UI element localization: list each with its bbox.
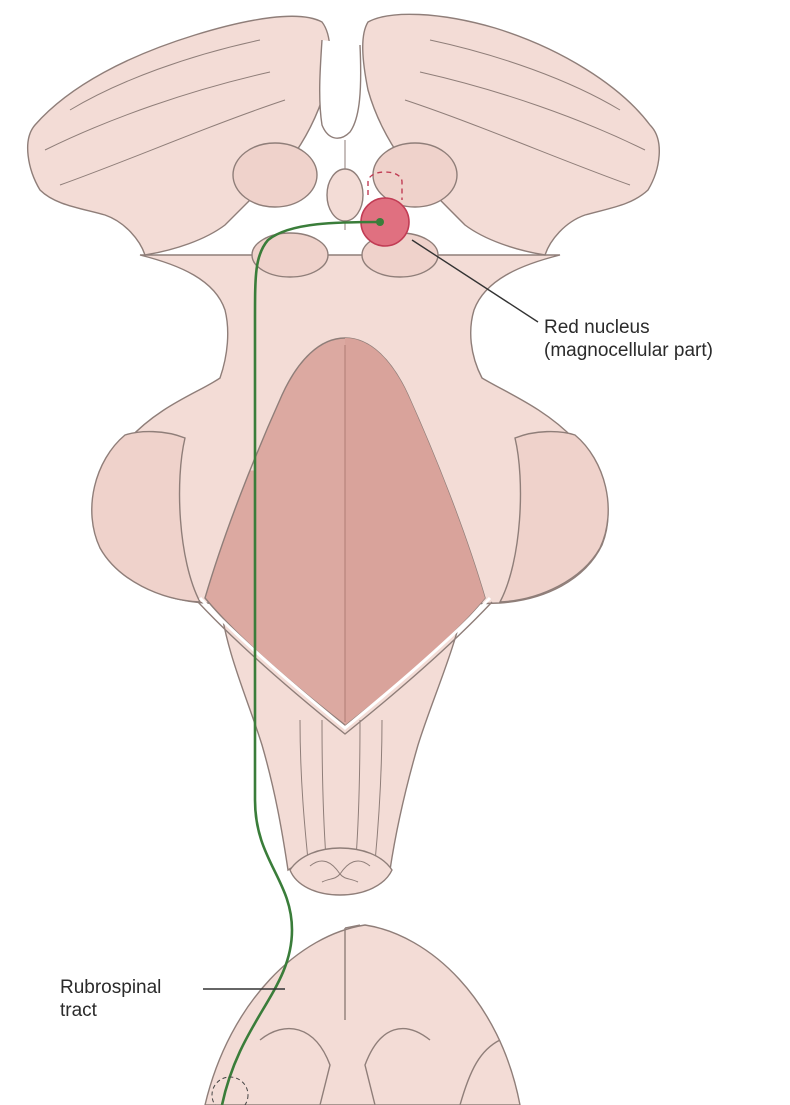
rubrospinal-label-line1: Rubrospinal: [60, 976, 161, 999]
pineal-region: [327, 169, 363, 221]
rubrospinal-label-line2: tract: [60, 999, 97, 1022]
interpeduncular-fossa: [320, 40, 361, 138]
inferior-colliculus-left: [252, 233, 328, 277]
brainstem-body: [28, 14, 660, 1105]
red-nucleus-label-line2: (magnocellular part): [544, 339, 713, 362]
left-cerebral-peduncle: [28, 16, 330, 255]
red-nucleus-label-line1: Red nucleus: [544, 316, 650, 339]
superior-colliculus-left: [233, 143, 317, 207]
spinal-cord-section: [205, 925, 520, 1105]
